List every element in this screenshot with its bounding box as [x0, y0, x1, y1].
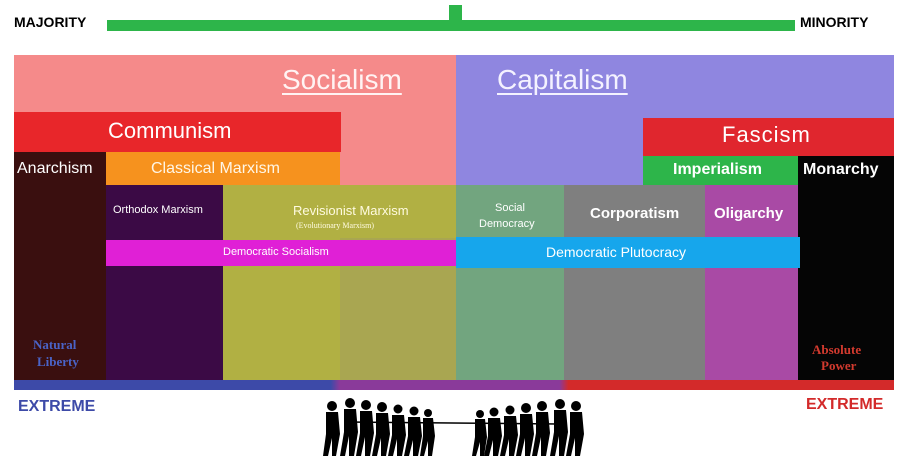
anarchism-label: Anarchism [17, 160, 93, 177]
extreme-right-label: EXTREME [806, 396, 884, 413]
capitalism-label: Capitalism [497, 64, 628, 95]
imperialism-label: Imperialism [673, 161, 762, 178]
democratic-socialism-label: Democratic Socialism [223, 246, 329, 258]
fascism-label: Fascism [722, 122, 811, 147]
absolute-power-label-line1: Absolute [812, 342, 862, 357]
socialism-label: Socialism [282, 64, 402, 95]
scale-bar [107, 20, 795, 31]
natural-liberty-label-line1: Natural [33, 337, 77, 352]
classical-marxism-label: Classical Marxism [151, 160, 280, 177]
anarchism-block [14, 152, 106, 380]
fascism-block [643, 118, 894, 156]
democratic-plutocracy-label: Democratic Plutocracy [546, 244, 687, 260]
social-democracy-block [456, 185, 564, 380]
social-democracy-label-line1: Social [495, 202, 525, 214]
scale-center-tick [449, 5, 462, 25]
democratic-plutocracy-block [456, 237, 800, 268]
communism-block [14, 112, 341, 152]
revisionist-marxism-label: Revisionist Marxism [293, 203, 409, 218]
revisionist-marxism-sublabel: (Evolutionary Marxism) [296, 221, 374, 230]
absolute-power-label-line2: Power [821, 358, 857, 373]
corporatism-block [564, 185, 705, 380]
orthodox-marxism-label: Orthodox Marxism [113, 204, 203, 216]
corporatism-label: Corporatism [590, 205, 680, 222]
social-democracy-label-line2: Democracy [479, 218, 535, 230]
oligarchy-label: Oligarchy [714, 205, 784, 222]
classical-marxism-block [106, 152, 340, 185]
imperialism-block [643, 156, 798, 186]
democratic-socialism-block [106, 240, 456, 266]
monarchy-label: Monarchy [803, 161, 879, 178]
extreme-left-label: EXTREME [18, 398, 96, 415]
majority-label: MAJORITY [14, 14, 87, 30]
orthodox-marxism-block [106, 185, 223, 380]
oligarchy-block [705, 185, 798, 380]
tug-of-war-silhouettes-icon [323, 398, 584, 456]
extreme-bar [14, 380, 894, 390]
natural-liberty-label-line2: Liberty [37, 354, 79, 369]
communism-label: Communism [108, 118, 232, 143]
monarchy-block [798, 156, 894, 380]
minority-label: MINORITY [800, 14, 869, 30]
